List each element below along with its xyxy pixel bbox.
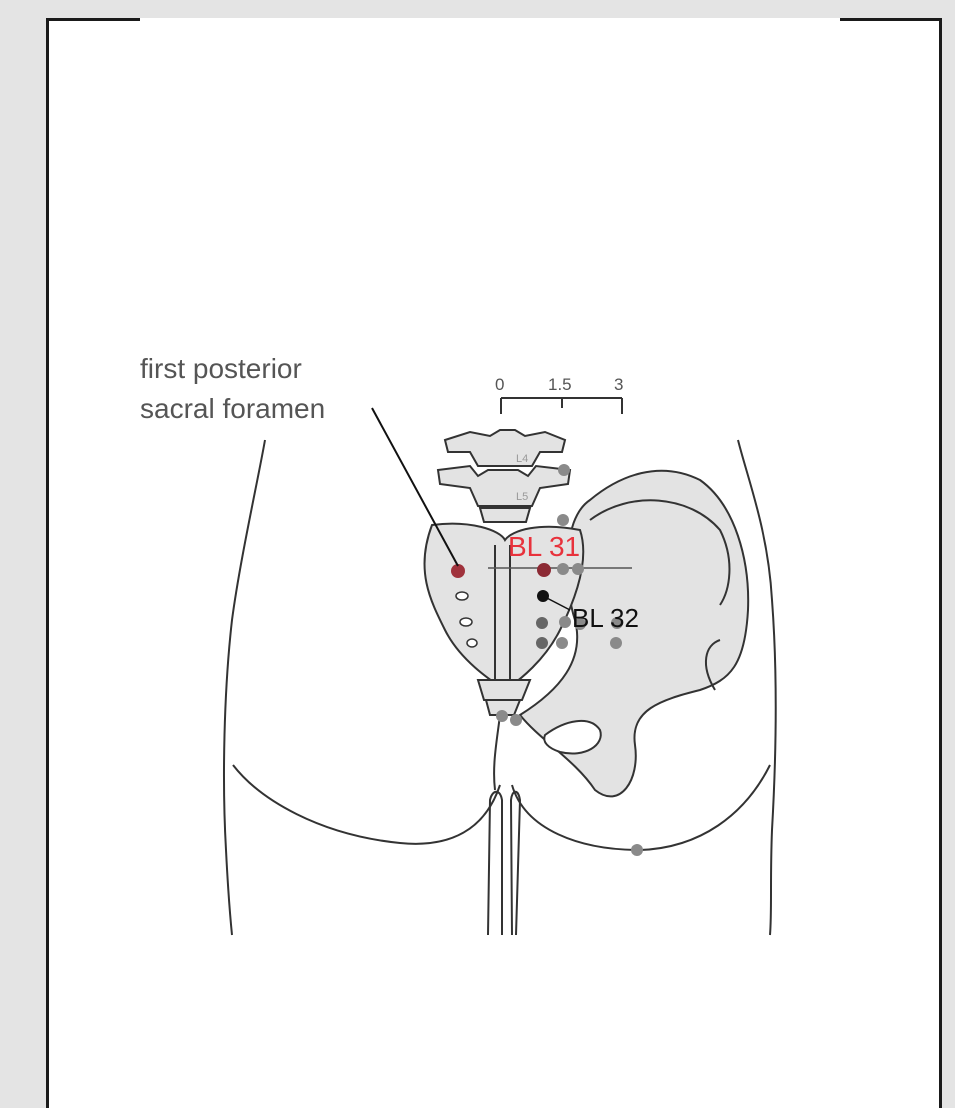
first-posterior-sacral-foramen-point <box>451 564 465 578</box>
bl31-label: BL 31 <box>508 531 580 562</box>
vertebra-l4 <box>445 430 565 466</box>
right-flank-line <box>738 440 776 935</box>
vertebra-l5 <box>438 466 570 506</box>
acupoint <box>536 637 548 649</box>
acupoint <box>631 844 643 856</box>
acupoint <box>557 514 569 526</box>
vertebra-l5-label: L5 <box>516 491 528 503</box>
left-buttock-curve <box>233 765 500 844</box>
acupoint <box>610 637 622 649</box>
vertebra-l5-lower <box>480 508 530 522</box>
bl32-label: BL 32 <box>572 603 639 633</box>
foramen-left-4 <box>467 639 477 647</box>
gluteal-cleft-line <box>494 715 500 790</box>
annotation-line-2: sacral foramen <box>140 393 325 424</box>
foramen-left-3 <box>460 618 472 626</box>
acupoint <box>510 714 522 726</box>
scale-label-0: 0 <box>495 375 504 394</box>
left-flank-line <box>224 440 265 935</box>
vertebra-l4-label: L4 <box>516 453 528 465</box>
annotation-leader-line <box>372 408 458 566</box>
bl31-point <box>537 563 551 577</box>
acupoint <box>557 563 569 575</box>
acupoint <box>556 637 568 649</box>
acupoint <box>558 464 570 476</box>
scale-bar: 0 1.5 3 <box>495 375 623 414</box>
right-buttock-curve <box>512 765 770 850</box>
annotation-line-1: first posterior <box>140 353 302 384</box>
left-leg-inner-line <box>488 792 502 935</box>
acupoint <box>496 710 508 722</box>
acupoint <box>572 563 584 575</box>
lumbar-vertebrae <box>438 430 570 522</box>
scale-label-1: 1.5 <box>548 375 572 394</box>
acupoint <box>559 616 571 628</box>
coccyx-shape <box>478 680 530 715</box>
foramen-left-2 <box>456 592 468 600</box>
right-leg-inner-line <box>511 792 520 935</box>
scale-label-2: 3 <box>614 375 623 394</box>
acupoint <box>536 617 548 629</box>
